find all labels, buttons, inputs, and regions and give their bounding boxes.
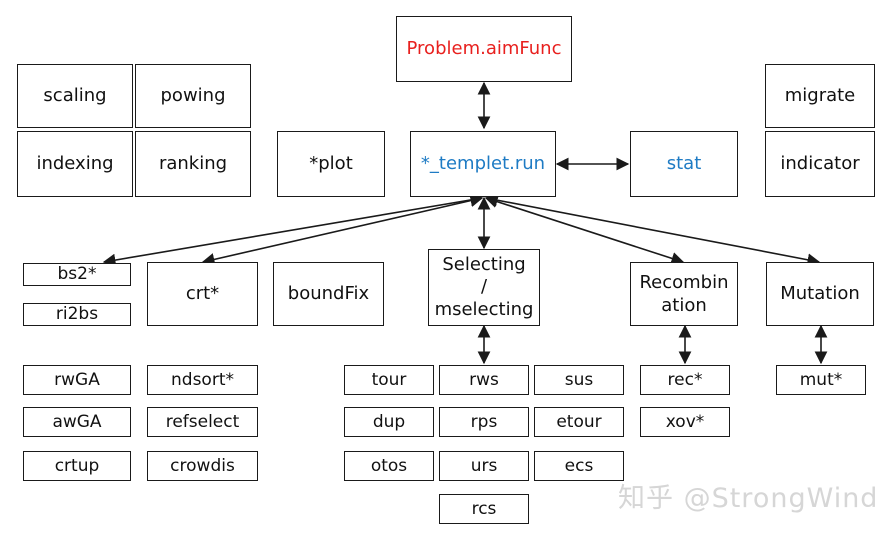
- sus-node: sus: [534, 365, 624, 395]
- bs2-node: bs2*: [23, 263, 131, 286]
- problem-aimfunc-node: Problem.aimFunc: [396, 16, 572, 82]
- arrow-templet-mutation: [484, 193, 821, 267]
- mut-node: mut*: [776, 365, 866, 395]
- awga-node: awGA: [23, 407, 131, 437]
- indicator-node: indicator: [765, 131, 875, 197]
- ndsort-node: ndsort*: [147, 365, 258, 395]
- urs-node: urs: [439, 451, 529, 481]
- templet-run-node: *_templet.run: [410, 131, 556, 197]
- rwga-node: rwGA: [23, 365, 131, 395]
- recombin-label: Recombin: [639, 271, 729, 293]
- plot-node: *plot: [277, 131, 385, 197]
- ri2bs-node: ri2bs: [23, 303, 131, 326]
- recombination-node: Recombin ation: [630, 262, 738, 326]
- arrow-templet-bs2: [102, 193, 484, 267]
- selecting-node: Selecting / mselecting: [428, 249, 540, 326]
- refselect-node: refselect: [147, 407, 258, 437]
- boundfix-node: boundFix: [273, 262, 384, 326]
- selecting-slash-label: /: [480, 276, 488, 298]
- xov-node: xov*: [640, 407, 730, 437]
- ranking-node: ranking: [135, 131, 251, 197]
- rws-node: rws: [439, 365, 529, 395]
- mselecting-label: mselecting: [434, 298, 534, 320]
- rcs-node: rcs: [439, 494, 529, 524]
- rec-node: rec*: [640, 365, 730, 395]
- crt-node: crt*: [147, 262, 258, 326]
- indexing-node: indexing: [17, 131, 133, 197]
- migrate-node: migrate: [765, 64, 875, 128]
- arrow-templet-crt: [201, 194, 484, 266]
- crtup-node: crtup: [23, 451, 131, 481]
- tour-node: tour: [344, 365, 434, 395]
- mutation-node: Mutation: [766, 262, 874, 326]
- rps-node: rps: [439, 407, 529, 437]
- ation-label: ation: [661, 295, 707, 316]
- ecs-node: ecs: [534, 451, 624, 481]
- watermark-text: 知乎 @StrongWind: [618, 483, 879, 514]
- etour-node: etour: [534, 407, 624, 437]
- selecting-label: Selecting: [442, 253, 526, 275]
- scaling-node: scaling: [17, 64, 133, 128]
- dup-node: dup: [344, 407, 434, 437]
- powing-node: powing: [135, 64, 251, 128]
- otos-node: otos: [344, 451, 434, 481]
- crowdis-node: crowdis: [147, 451, 258, 481]
- stat-node: stat: [630, 131, 738, 197]
